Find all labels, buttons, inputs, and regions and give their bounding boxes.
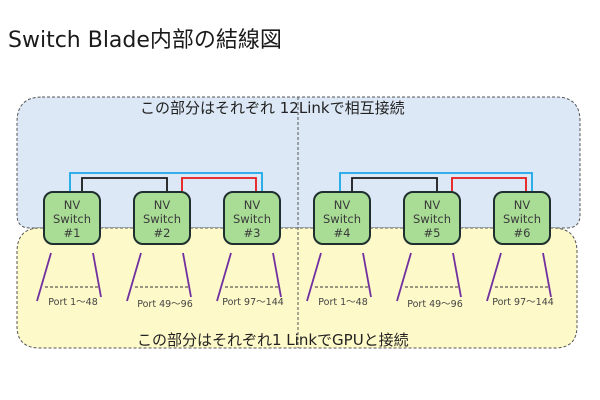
- nvswitch-label: NV: [153, 198, 171, 212]
- nvswitch-label: Switch: [52, 212, 92, 226]
- link-2-3: [181, 177, 257, 191]
- port-range-label: Port 49～96: [407, 299, 463, 310]
- port-range-label: Port 97～144: [492, 297, 554, 308]
- gpu-link-region: [16, 227, 578, 349]
- nvswitch-label: Switch: [322, 212, 362, 226]
- link-1-2: [351, 177, 438, 191]
- gpu-link-left: [306, 252, 322, 302]
- nvswitch-label: NV: [63, 198, 81, 212]
- nvswitch-label: #6: [513, 226, 531, 240]
- gpu-link-label: この部分はそれぞれ1 LinkでGPUと接続: [137, 331, 409, 349]
- nvswitch-label: NV: [513, 198, 531, 212]
- gpu-link-right: [362, 252, 372, 298]
- gpu-link-right: [182, 252, 192, 298]
- gpu-link-right: [452, 252, 462, 298]
- gpu-link-left: [486, 252, 502, 302]
- nvswitch-label: NV: [333, 198, 351, 212]
- gpu-link-left: [36, 252, 52, 302]
- gpu-link-right: [272, 252, 282, 298]
- port-range-label: Port 1～48: [318, 297, 368, 308]
- port-range-label: Port 49～96: [137, 299, 193, 310]
- link-2-3: [451, 177, 527, 191]
- nvswitch-label: Switch: [502, 212, 542, 226]
- port-range-label: Port 1～48: [48, 297, 98, 308]
- link-1-3: [339, 172, 533, 191]
- gpu-link-right: [92, 252, 102, 298]
- link-1-2: [81, 177, 168, 191]
- gpu-link-left: [396, 252, 412, 302]
- gpu-link-left: [216, 252, 232, 302]
- port-range-label: Port 97～144: [222, 297, 284, 308]
- page-title: Switch Blade内部の結線図: [8, 28, 282, 53]
- nvswitch-label: #2: [153, 226, 171, 240]
- nvswitch-label: #3: [243, 226, 261, 240]
- gpu-link-left: [126, 252, 142, 302]
- nvswitch-label: Switch: [412, 212, 452, 226]
- inter-switch-label: この部分はそれぞれ 12Linkで相互接続: [140, 99, 405, 117]
- nvswitch-label: Switch: [232, 212, 272, 226]
- nvswitch-label: #5: [423, 226, 441, 240]
- link-1-3: [69, 172, 263, 191]
- gpu-link-right: [542, 252, 552, 298]
- nvswitch-label: NV: [243, 198, 261, 212]
- nvswitch-label: NV: [423, 198, 441, 212]
- nvswitch-label: #4: [333, 226, 351, 240]
- nvswitch-label: Switch: [142, 212, 182, 226]
- nvswitch-label: #1: [63, 226, 81, 240]
